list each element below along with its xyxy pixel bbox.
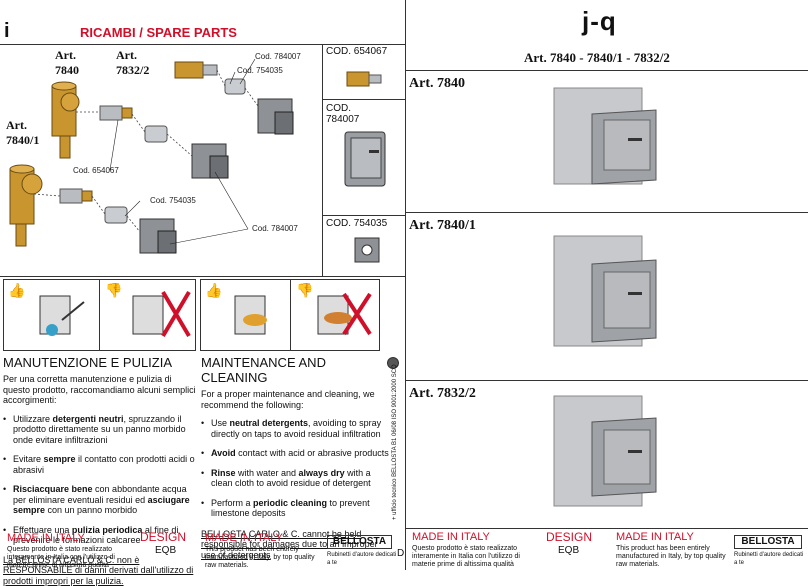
cover-plate-mid	[192, 144, 228, 178]
product-7832-2-image	[552, 392, 672, 512]
jq-logo: j-q	[582, 6, 617, 37]
handle-part-icon	[341, 130, 391, 190]
bellosta-tagline: Rubinetti d'autore dedicati a te	[734, 551, 806, 567]
maintenance-en: MAINTENANCE AND CLEANING For a proper ma…	[201, 355, 389, 560]
left-page: i RICAMBI / SPARE PARTS Art. 7840 Art. 7…	[0, 0, 405, 570]
sleeve-2	[105, 207, 127, 223]
product-7840-1-image	[552, 232, 672, 352]
list-item: Evitare sempre il contatto con prodotti …	[3, 454, 198, 475]
thumbs-up-icon: 👍	[8, 282, 25, 299]
part-box-654067: COD. 654067	[323, 44, 405, 100]
row-label-7840-1: Art. 7840/1	[409, 218, 476, 234]
product-7840-image	[552, 84, 672, 194]
design-label: DESIGN	[140, 530, 186, 544]
row-rule	[406, 380, 808, 381]
right-header-rule	[406, 70, 808, 71]
list-item: Rinse with water and always dry with a c…	[201, 468, 389, 489]
maintenance-en-title: MAINTENANCE AND CLEANING	[201, 355, 389, 385]
part-label: COD. 784007	[326, 103, 405, 125]
list-item: Utilizzare detergenti neutri, spruzzando…	[3, 414, 198, 446]
picto-bad-en: 👎	[292, 280, 380, 350]
brass-valve-upper	[52, 82, 79, 158]
brass-valve-lower	[10, 165, 42, 246]
row-rule	[406, 212, 808, 213]
bellosta-logo: BELLOSTA	[734, 535, 802, 549]
design-sub: EQB	[558, 545, 579, 556]
part-label: COD. 754035	[326, 218, 405, 229]
section-rule	[0, 276, 405, 277]
made-in-italy-it: MADE IN ITALY	[7, 532, 85, 544]
made-in-italy-en-text: This product has been entirely manufactu…	[205, 546, 323, 570]
maintenance-en-list: Use neutral detergents, avoiding to spra…	[201, 418, 389, 519]
cover-plate-low	[140, 219, 176, 253]
row-label-7832-2: Art. 7832/2	[409, 386, 476, 402]
made-in-italy-en: MADE IN ITALY	[205, 532, 283, 544]
right-footer-rule	[406, 528, 808, 529]
made-in-italy-it-text: Questo prodotto è stato realizzato inter…	[412, 545, 540, 569]
info-icon: i	[4, 22, 14, 40]
design-label: DESIGN	[546, 530, 592, 544]
right-subtitle: Art. 7840 - 7840/1 - 7832/2	[524, 50, 670, 66]
list-item: Risciacquare bene con abbondante acqua p…	[3, 484, 198, 516]
cartridge-top	[175, 62, 217, 78]
sleeve-1	[145, 126, 167, 142]
thumbs-up-icon: 👍	[205, 282, 222, 299]
spare-parts-title: RICAMBI / SPARE PARTS	[80, 25, 237, 40]
cleaning-pictograms-en: 👍 👎	[200, 279, 380, 351]
made-in-italy-en-text: This product has been entirely manufactu…	[616, 545, 734, 569]
maintenance-en-intro: For a proper maintenance and cleaning, w…	[201, 389, 389, 410]
cartridge-1	[100, 106, 132, 120]
cod-654067-callout: Cod. 654067	[73, 166, 119, 175]
maintenance-it-intro: Per una corretta manutenzione e pulizia …	[3, 374, 198, 406]
cleaning-pictograms-it: 👍 👎	[3, 279, 196, 351]
list-item: Avoid contact with acid or abrasive prod…	[201, 448, 389, 459]
cod-784007-callout-a: Cod. 784007	[255, 52, 301, 61]
cod-754035-callout-b: Cod. 754035	[150, 196, 196, 205]
cover-plate-top	[258, 99, 293, 134]
list-item: Perform a periodic cleaning to prevent l…	[201, 498, 389, 519]
part-box-784007: COD. 784007	[323, 100, 405, 216]
bellosta-logo: BELLOSTA	[327, 535, 392, 549]
page-mark: D	[397, 548, 404, 559]
maintenance-it-list: Utilizzare detergenti neutri, spruzzando…	[3, 414, 198, 546]
list-item: Use neutral detergents, avoiding to spra…	[201, 418, 389, 439]
made-in-italy-en: MADE IN ITALY	[616, 531, 694, 543]
cod-754035-callout-a: Cod. 754035	[237, 66, 283, 75]
right-page: j-q Art. 7840 - 7840/1 - 7832/2 Art. 784…	[406, 0, 808, 570]
made-in-italy-it: MADE IN ITALY	[412, 531, 490, 543]
thumbs-down-icon: 👎	[105, 282, 122, 299]
maintenance-it-title: MANUTENZIONE E PULIZIA	[3, 355, 198, 370]
picto-good-en: 👍	[201, 280, 291, 350]
made-in-italy-it-text: Questo prodotto è stato realizzato inter…	[7, 546, 137, 570]
picto-bad-it: 👎	[101, 280, 197, 350]
part-box-754035: COD. 754035	[323, 216, 405, 276]
cartridge-2	[60, 189, 92, 203]
design-sub: EQB	[155, 545, 176, 556]
cartridge-part-icon	[345, 66, 385, 92]
vertical-note: + ufficio tecnico BELLOSTA B1 06/08 ISO …	[392, 364, 398, 520]
sleeve-top	[225, 79, 245, 94]
plate-part-icon	[353, 236, 383, 266]
part-label: COD. 654067	[326, 46, 405, 57]
picto-good-it: 👍	[4, 280, 100, 350]
cod-784007-callout-b: Cod. 784007	[252, 224, 298, 233]
bellosta-tagline: Rubinetti d'autore dedicati a te	[327, 551, 397, 567]
row-label-7840: Art. 7840	[409, 76, 465, 92]
